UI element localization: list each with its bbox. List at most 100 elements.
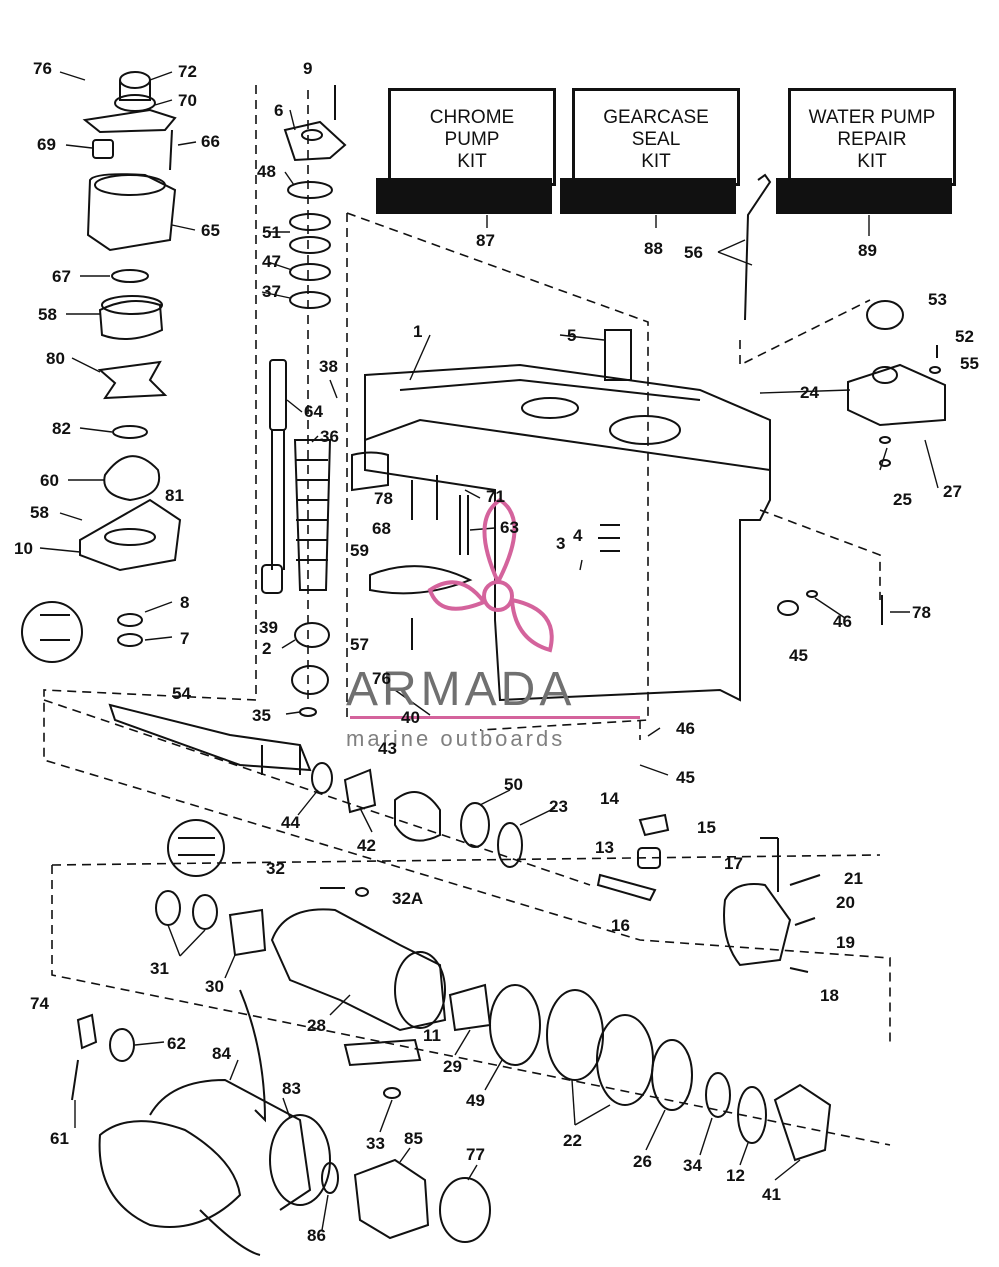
callout: 5 [567,326,577,345]
callout: 31 [150,959,169,978]
kit-number-89: 89 [858,241,877,260]
callout: 46 [833,612,852,631]
callout: 28 [307,1016,326,1035]
kit-label-line3: KIT [641,151,671,172]
kit-label-line3: KIT [857,151,887,172]
callout: 7 [180,629,190,648]
callout: 72 [178,62,197,81]
water-pump-repair-kit-box: WATER PUMP REPAIR KIT [788,88,956,186]
callout: 38 [319,357,338,376]
callout: 16 [611,916,630,935]
gearcase-seal-kit-box: GEARCASE SEAL KIT [572,88,740,186]
callout: 82 [52,419,71,438]
callout: 51 [262,223,281,242]
kit-label-line1: GEARCASE [603,107,709,128]
callout: 71 [486,487,505,506]
callout: 64 [304,402,323,421]
callout: 65 [201,221,220,240]
callout: 21 [844,869,863,888]
callout: 56 [684,243,703,262]
watermark-brand: ARMADA [346,663,576,716]
callout: 17 [724,854,743,873]
callout: 2 [262,639,272,658]
watermark-propeller-icon [427,497,554,653]
callout: 15 [697,818,716,837]
callout: 40 [401,708,420,727]
callout: 4 [573,526,583,545]
callout: 24 [800,383,819,402]
leader-lines [39,71,939,1231]
callout: 61 [50,1129,69,1148]
callout: 18 [820,986,839,1005]
callout: 32A [392,889,424,908]
callout: 46 [676,719,695,738]
callout: 12 [726,1166,745,1185]
callout: 26 [633,1152,652,1171]
callout: 80 [46,349,65,368]
water-pump-housing-group [21,71,182,663]
callout: 14 [600,789,619,808]
callout: 59 [350,541,369,560]
callout: 23 [549,797,568,816]
callout: 44 [281,813,300,832]
callout: 8 [180,593,190,612]
drive-shaft-group [261,85,347,717]
callout: 48 [257,162,276,181]
callout: 3 [556,534,566,553]
callout: 70 [178,91,197,110]
callout: 78 [374,489,393,508]
callout: 83 [282,1079,301,1098]
callout: 78 [912,603,931,622]
watermark-tagline: marine outboards [346,726,566,751]
callout: 58 [38,305,57,324]
water-pump-repair-group [744,173,946,625]
callout: 58 [30,503,49,522]
callout: 6 [274,101,284,120]
callout: 45 [676,768,695,787]
kit-number-87: 87 [476,231,495,250]
callout: 29 [443,1057,462,1076]
callout: 55 [960,354,979,373]
callout: 36 [320,427,339,446]
kit-label-line2: PUMP [444,129,500,150]
watermark-underline [350,716,640,719]
callout: 50 [504,775,523,794]
propeller-shaft-group [108,703,821,973]
callout: 34 [683,1156,702,1175]
callout: 19 [836,933,855,952]
callout: 35 [252,706,271,725]
water-pump-repair-kit-shadow [776,178,952,214]
callout: 13 [595,838,614,857]
callout: 32 [266,859,285,878]
callout: 10 [14,539,33,558]
callout: 66 [201,132,220,151]
callout: 33 [366,1134,385,1153]
callout: 85 [404,1129,423,1148]
callout: 22 [563,1131,582,1150]
gearcase-housing [351,329,771,702]
callout: 42 [357,836,376,855]
callout: 76 [372,669,391,688]
callout: 11 [423,1026,441,1045]
callout: 47 [262,252,281,271]
callout: 69 [37,135,56,154]
assembly-guide-lines [43,85,891,1146]
callout: 45 [789,646,808,665]
callout: 53 [928,290,947,309]
kit-number-88: 88 [644,239,663,258]
callout: 63 [500,518,519,537]
propeller-group [71,989,491,1256]
callout: 41 [762,1185,781,1204]
callout: 81 [165,486,184,505]
callout: 37 [262,282,281,301]
callout: 27 [943,482,962,501]
callout: 86 [307,1226,326,1245]
callout: 39 [259,618,278,637]
kit-label-line1: WATER PUMP [808,107,936,128]
callout: 9 [303,59,313,78]
kit-label-line2: REPAIR [837,129,907,150]
callout: 74 [30,994,49,1013]
callout: 52 [955,327,974,346]
callout: 68 [372,519,391,538]
